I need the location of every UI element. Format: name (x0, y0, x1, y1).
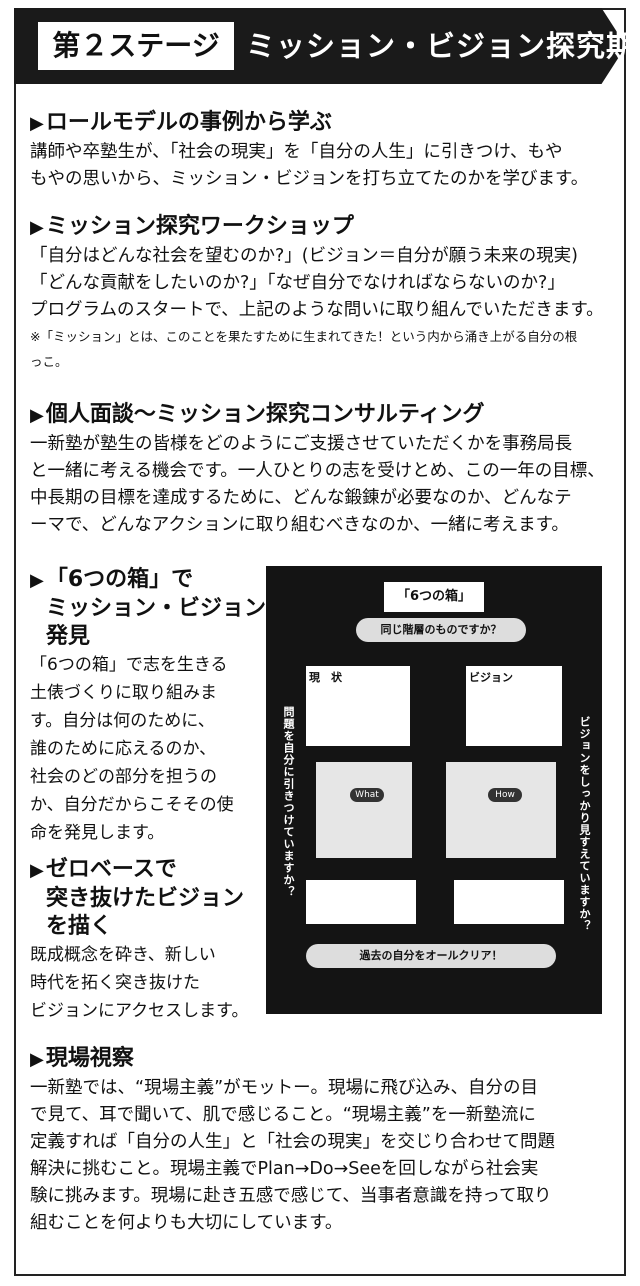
figure-box-root (316, 762, 412, 858)
stage-title: ミッション・ビジョン探究期 (246, 29, 637, 63)
triangle-bullet-icon: ▶ (30, 860, 44, 881)
section-role-model: ▶ロールモデルの事例から学ぶ 講師や卒塾生が、「社会の現実」を「自分の人生」に引… (30, 108, 614, 193)
stage-tag: 第２ステージ (38, 22, 234, 70)
figure-question: 同じ階層のものですか？ (356, 618, 526, 642)
what-bubble: What (350, 788, 384, 802)
section-heading: ▶現場視察 (30, 1046, 134, 1071)
footnote: ※「ミッション」とは、このことを果たすために生まれてきた！という内から涌き上がる… (30, 329, 578, 369)
six-boxes-figure: 「6つの箱」 同じ階層のものですか？ 現 状 ビジョン What How 過去の… (266, 566, 602, 1014)
section-body: 既成概念を砕き、新しい 時代を拓く突き抜けた ビジョンにアクセスします。 (30, 945, 249, 1021)
section-body: 一新塾が塾生の皆様をどのようにご支援させていただくかを事務局長 と一緒に考える機… (30, 434, 605, 535)
section-interview: ▶個人面談～ミッション探究コンサルティング 一新塾が塾生の皆様をどのようにご支援… (30, 400, 614, 539)
figure-left-caption: 問題を自分に引きつけていますか？ (282, 706, 295, 898)
section-body: 「自分はどんな社会を望むのか?」(ビジョン＝自分が願う未来の現実) 「どんな貢献… (30, 246, 604, 320)
figure-title: 「6つの箱」 (384, 582, 484, 612)
section-body: 一新塾では、“現場主義”がモットー。現場に飛び込み、自分の目 で見て、耳で聞いて… (30, 1078, 555, 1233)
figure-bottom-banner: 過去の自分をオールクリア！ (306, 944, 556, 968)
triangle-bullet-icon: ▶ (30, 217, 44, 238)
section-body: 講師や卒塾生が、「社会の現実」を「自分の人生」に引きつけ、もや もやの思いから、… (30, 142, 589, 189)
figure-box-solution (446, 762, 556, 858)
figure-box-current: 現 状 (306, 666, 410, 746)
section-workshop: ▶ミッション探究ワークショップ 「自分はどんな社会を望むのか?」(ビジョン＝自分… (30, 212, 614, 374)
triangle-bullet-icon: ▶ (30, 113, 44, 134)
section-body: 「6つの箱」で志を生きる 土俵づくりに取り組みま す。自分は何のために、 誰のた… (30, 655, 234, 843)
section-field: ▶現場視察 一新塾では、“現場主義”がモットー。現場に飛び込み、自分の目 で見て… (30, 1044, 614, 1237)
section-heading: ▶ミッション探究ワークショップ (30, 214, 354, 239)
how-bubble: How (488, 788, 522, 802)
section-zero-base: ▶ゼロベースで 突き抜けたビジョン を描く 既成概念を砕き、新しい 時代を拓く突… (30, 856, 262, 1025)
section-heading: ▶ゼロベースで 突き抜けたビジョン を描く (30, 857, 245, 939)
figure-box-individual (306, 880, 416, 924)
section-heading: ▶個人面談～ミッション探究コンサルティング (30, 402, 485, 427)
section-heading: ▶「6つの箱」で ミッション・ビジョン 発見 (30, 567, 267, 649)
section-heading: ▶ロールモデルの事例から学ぶ (30, 110, 332, 135)
section-six-boxes: ▶「6つの箱」で ミッション・ビジョン 発見 「6つの箱」で志を生きる 土俵づく… (30, 566, 267, 847)
triangle-bullet-icon: ▶ (30, 570, 44, 591)
triangle-bullet-icon: ▶ (30, 405, 44, 426)
figure-right-caption: ビジョンをしっかり見すえていますか？ (578, 716, 591, 932)
figure-box-vision: ビジョン (466, 666, 562, 746)
triangle-bullet-icon: ▶ (30, 1049, 44, 1070)
figure-box-subjective (454, 880, 564, 924)
